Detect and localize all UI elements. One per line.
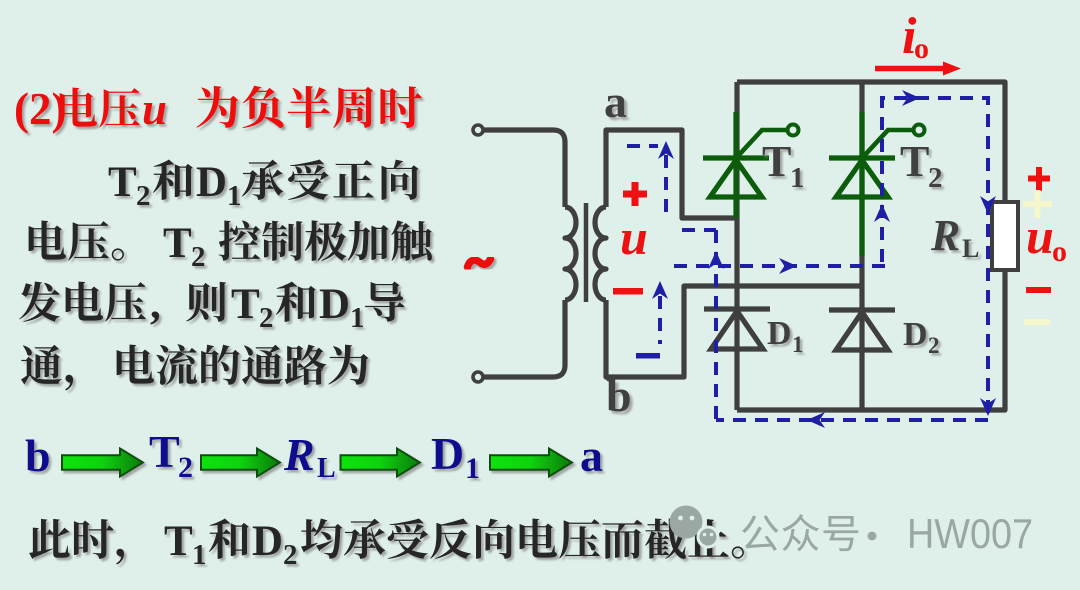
svg-text:b: b [606,370,632,421]
svg-text:,: , [150,281,161,328]
svg-text:1: 1 [227,180,242,212]
svg-text:L: L [962,234,979,263]
svg-text:a: a [604,76,627,127]
svg-text:2: 2 [928,162,943,194]
svg-text:T: T [108,159,137,206]
svg-text:2: 2 [283,539,298,571]
svg-text:b: b [25,430,51,481]
svg-text:D: D [196,159,227,206]
svg-text:u: u [1026,208,1054,264]
svg-text:1: 1 [792,332,804,357]
svg-text:T: T [900,137,929,186]
svg-text:D: D [252,518,283,565]
svg-text:2: 2 [259,302,274,334]
svg-text:T: T [163,220,192,267]
svg-text:D: D [903,316,928,353]
svg-text:2: 2 [136,180,151,212]
svg-text:D: D [431,428,464,479]
svg-text:T: T [149,426,180,477]
svg-text:o: o [1052,235,1067,268]
svg-text:u: u [620,209,648,265]
svg-text:T: T [164,518,193,565]
svg-text:T: T [231,281,260,328]
svg-text:(2): (2) [14,84,66,134]
svg-text:T: T [762,137,791,186]
svg-text:D: D [319,281,350,328]
svg-text:1: 1 [350,302,365,334]
svg-text:2: 2 [191,241,206,273]
svg-text:R: R [283,429,315,480]
svg-text:1: 1 [465,452,480,485]
svg-text:2: 2 [178,451,193,484]
svg-text:D: D [767,315,792,352]
svg-text:2: 2 [928,333,940,358]
svg-text:1: 1 [192,539,207,571]
svg-text:o: o [914,32,929,65]
svg-text:HW007: HW007 [907,510,1033,557]
svg-text:a: a [580,430,603,481]
svg-text:L: L [317,453,336,484]
svg-text:u: u [142,84,167,134]
svg-text:i: i [902,8,917,65]
svg-text:1: 1 [790,162,805,194]
svg-text:R: R [930,211,960,260]
